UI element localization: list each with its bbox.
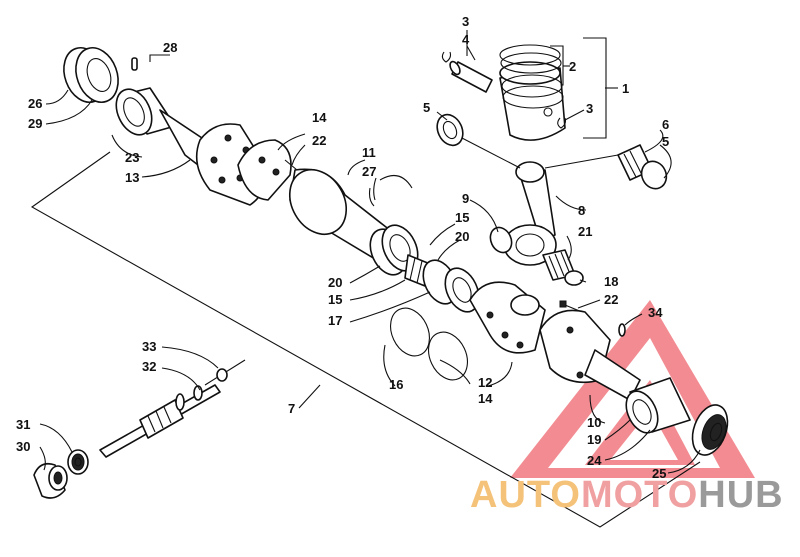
label-25: 25 — [652, 466, 666, 481]
part-gear-shaft-32 — [99, 384, 221, 458]
label-15-bottom: 15 — [328, 292, 342, 307]
part-clip-3-right — [557, 117, 567, 129]
label-21: 21 — [578, 224, 592, 239]
label-4: 4 — [462, 32, 470, 47]
part-seal-26 — [63, 47, 119, 103]
label-28: 28 — [163, 40, 177, 55]
label-24: 24 — [587, 453, 602, 468]
part-plate-14-top — [237, 139, 292, 201]
label-18: 18 — [604, 274, 618, 289]
label-31: 31 — [16, 417, 30, 432]
label-5-left: 5 — [423, 100, 430, 115]
label-23: 23 — [125, 150, 139, 165]
label-22-bottom: 22 — [604, 292, 618, 307]
label-22-top: 22 — [312, 133, 326, 148]
label-19: 19 — [587, 432, 601, 447]
watermark-moto: MOTO — [580, 474, 699, 516]
part-cap-30 — [33, 462, 68, 499]
part-ring-2b — [500, 52, 562, 74]
part-bearing-19 — [625, 377, 691, 434]
part-ring-12 — [428, 331, 468, 381]
part-washer-9 — [489, 226, 513, 254]
assembly-1-bracket — [583, 37, 607, 139]
part-needle-bearing-21 — [542, 249, 576, 281]
label-30: 30 — [16, 439, 30, 454]
label-27: 27 — [362, 164, 376, 179]
label-15-top: 15 — [455, 210, 469, 225]
label-13: 13 — [125, 170, 139, 185]
label-17: 17 — [328, 313, 342, 328]
label-7: 7 — [288, 401, 295, 416]
label-20-top: 20 — [455, 229, 469, 244]
callout-labels: 1 2 3 3 4 5 5 6 7 8 9 10 11 12 13 14 14 … — [16, 14, 669, 481]
part-ring-16 — [390, 307, 430, 357]
part-ring-2a — [499, 44, 561, 66]
part-clip-3-top — [441, 51, 452, 63]
part-piston — [499, 61, 566, 141]
label-14-bottom: 14 — [478, 391, 493, 406]
part-seal-25 — [691, 404, 729, 456]
part-crank-web-12 — [469, 281, 546, 354]
label-3-right: 3 — [586, 101, 593, 116]
part-key-34 — [618, 323, 626, 337]
label-29: 29 — [28, 116, 42, 131]
part-washer-33 — [216, 368, 228, 382]
watermark-auto: AUTO — [470, 474, 581, 516]
part-conrod-8 — [503, 161, 557, 266]
label-14-top: 14 — [312, 110, 327, 125]
part-bearing-31 — [67, 449, 89, 475]
label-6: 6 — [662, 117, 669, 132]
label-34: 34 — [648, 305, 663, 320]
label-26: 26 — [28, 96, 42, 111]
label-8: 8 — [578, 203, 585, 218]
label-11: 11 — [362, 145, 376, 160]
part-bearing-23 — [115, 87, 176, 136]
label-9: 9 — [462, 191, 469, 206]
watermark-hub: HUB — [698, 474, 784, 516]
label-10: 10 — [587, 415, 601, 430]
label-20-bottom: 20 — [328, 275, 342, 290]
part-washer-5-right — [640, 160, 668, 190]
leader-lines — [39, 30, 701, 474]
label-12: 12 — [478, 375, 492, 390]
label-33: 33 — [142, 339, 156, 354]
part-washer-5-left — [436, 113, 464, 147]
label-16: 16 — [389, 377, 403, 392]
assembly-7-bracket — [30, 151, 701, 528]
label-3-top: 3 — [462, 14, 469, 29]
part-snapring-27 — [368, 174, 413, 207]
part-washer-18 — [564, 270, 584, 286]
label-5-right: 5 — [662, 134, 669, 149]
label-1: 1 — [622, 81, 629, 96]
label-2: 2 — [569, 59, 576, 74]
label-32: 32 — [142, 359, 156, 374]
watermark-text: AUTOMOTOHUB — [470, 470, 800, 520]
part-crank-10 — [539, 309, 641, 401]
part-key-28 — [131, 57, 138, 71]
part-wrist-pin-4 — [449, 60, 493, 93]
